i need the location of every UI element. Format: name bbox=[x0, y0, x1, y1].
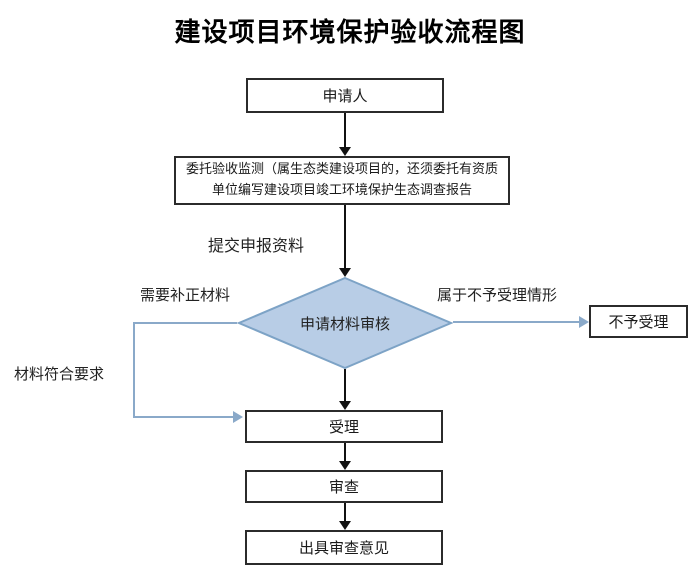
diamond-shape-icon bbox=[237, 277, 453, 369]
node-review-label: 申请材料审核 bbox=[299, 314, 390, 333]
arrowhead-down-icon bbox=[339, 401, 351, 410]
edge-label-need-correction: 需要补正材料 bbox=[140, 286, 231, 304]
node-applicant-label: 申请人 bbox=[322, 87, 368, 105]
arrowhead-right-icon bbox=[233, 411, 243, 423]
connector-examine-opinion bbox=[344, 503, 346, 522]
node-accept: 受理 bbox=[245, 410, 443, 443]
connector-review-accept bbox=[344, 369, 346, 402]
edge-label-submit: 提交申报资料 bbox=[208, 236, 305, 255]
arrowhead-down-icon bbox=[339, 461, 351, 470]
node-accept-label: 受理 bbox=[328, 418, 359, 436]
edge-label-materials-ok: 材料符合要求 bbox=[14, 365, 105, 383]
connector-entrust-review bbox=[344, 205, 346, 269]
connector-review-left-horizontal bbox=[133, 322, 237, 324]
arrowhead-down-icon bbox=[339, 521, 351, 530]
arrowhead-down-icon bbox=[339, 147, 351, 156]
edge-label-not-acceptable: 属于不予受理情形 bbox=[437, 286, 558, 304]
node-reject: 不予受理 bbox=[589, 305, 688, 338]
node-opinion-label: 出具审查意见 bbox=[298, 539, 389, 557]
connector-left-to-accept bbox=[133, 416, 235, 418]
node-reject-label: 不予受理 bbox=[608, 313, 669, 331]
node-examine-label: 审查 bbox=[328, 478, 359, 496]
node-entrust-line2: 单位编写建设项目竣工环境保护生态调查报告 bbox=[211, 182, 472, 198]
connector-accept-examine bbox=[344, 443, 346, 462]
node-applicant: 申请人 bbox=[246, 78, 444, 113]
connector-applicant-entrust bbox=[344, 113, 346, 149]
node-opinion: 出具审查意见 bbox=[245, 530, 443, 565]
node-entrust-line1: 委托验收监测（属生态类建设项目的，还须委托有资质 bbox=[185, 161, 498, 177]
page-title: 建设项目环境保护验收流程图 bbox=[174, 18, 526, 48]
arrowhead-right-icon bbox=[579, 316, 589, 328]
connector-left-vertical bbox=[133, 322, 135, 418]
node-examine: 审查 bbox=[245, 470, 443, 503]
node-entrust: 委托验收监测（属生态类建设项目的，还须委托有资质 单位编写建设项目竣工环境保护生… bbox=[174, 156, 510, 205]
arrowhead-down-icon bbox=[339, 268, 351, 277]
connector-review-reject bbox=[453, 321, 581, 323]
node-review-decision: 申请材料审核 bbox=[237, 277, 453, 369]
